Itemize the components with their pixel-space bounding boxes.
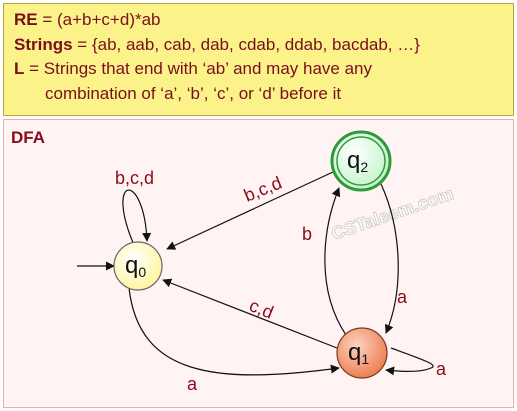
state-q0-sub: 0 [138,264,146,280]
state-q1-name: q [348,339,361,366]
edge-q0-q1 [128,287,340,376]
label-q2-q1: a [397,287,408,307]
edge-q2-q0 [166,171,334,250]
dfa-diagram: CSTaleem.com b,c,d b,c,d c,d a b a a q0 [77,130,456,394]
label-q1-q2: b [302,224,312,244]
state-q2: q2 [330,130,392,192]
state-q0: q0 [113,241,163,291]
svg-text:q1: q1 [348,339,369,367]
language-text-line2: combination of ‘a’, ‘b’, ‘c’, or ‘d’ bef… [45,83,342,103]
state-q1: q1 [336,327,388,379]
strings-row: Strings = {ab, aab, cab, dab, cdab, ddab… [14,33,513,58]
strings-text: = {ab, aab, cab, dab, cdab, ddab, bacdab… [77,34,420,54]
label-q0-q0: b,c,d [115,168,154,188]
dfa-title: DFA [11,128,45,147]
state-q1-sub: 1 [361,351,369,367]
re-label: RE [14,10,38,29]
definition-box: RE = (a+b+c+d)*ab Strings = {ab, aab, ca… [3,3,514,116]
re-row: RE = (a+b+c+d)*ab [14,8,513,33]
state-q0-name: q [125,252,138,279]
svg-text:q2: q2 [347,147,368,175]
language-text-line1: = Strings that end with ‘ab’ and may hav… [29,59,373,78]
edge-q2-q1 [380,183,399,334]
edge-q0-q0 [122,189,152,246]
label-q1-q1: a [436,359,447,379]
dfa-panel: DFA CSTaleem.com [3,119,514,408]
watermark: CSTaleem.com [329,183,456,243]
svg-text:q0: q0 [125,252,146,280]
label-q2-q0: b,c,d [241,173,285,206]
language-label: L [14,59,25,78]
edge-q1-q2 [324,187,347,336]
state-q2-sub: 2 [360,159,368,175]
label-q0-q1: a [187,374,198,394]
language-row-2: combination of ‘a’, ‘b’, ‘c’, or ‘d’ bef… [14,82,513,107]
re-text: = (a+b+c+d)*ab [42,10,161,29]
edge-q1-q0 [162,278,338,349]
language-row: L = Strings that end with ‘ab’ and may h… [14,57,513,82]
strings-label: Strings [14,34,73,54]
state-q2-name: q [347,147,360,174]
edge-q1-q1 [385,347,434,376]
label-q1-q0: c,d [247,295,277,323]
